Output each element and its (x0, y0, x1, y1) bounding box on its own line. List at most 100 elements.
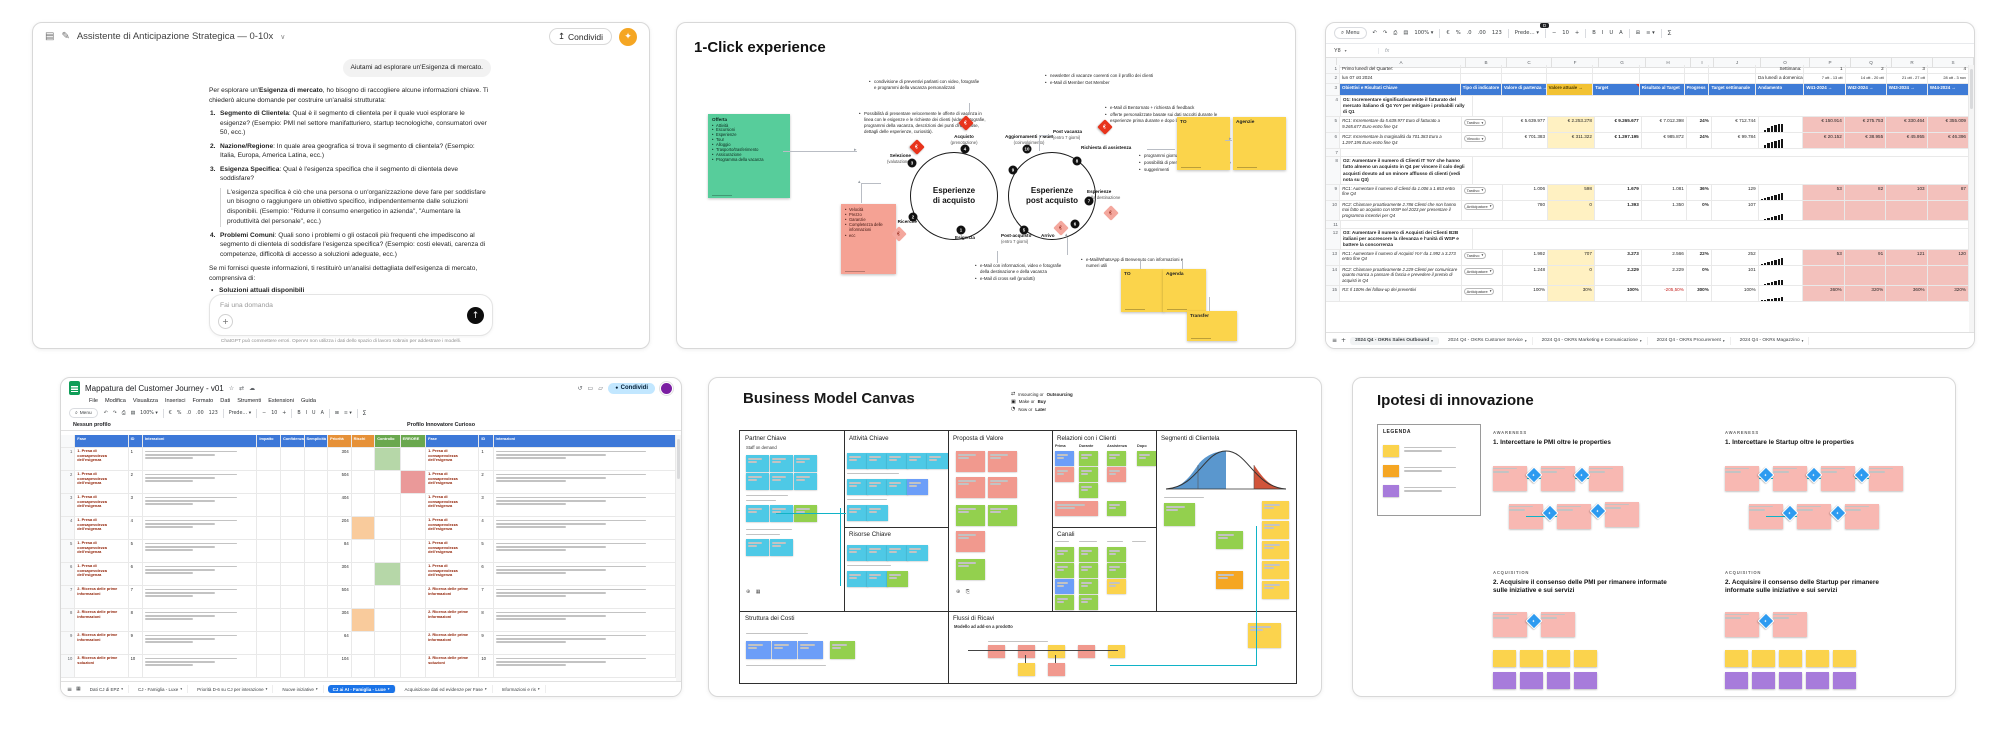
sheet-cell[interactable]: 0% (1687, 200, 1712, 220)
interazioni-cell[interactable] (143, 563, 258, 585)
column-header[interactable]: Confidenza (280, 435, 305, 447)
toolbar-icon-10[interactable]: 10 (1562, 30, 1569, 36)
sheet-cell[interactable]: € 275.753 (1844, 117, 1887, 133)
toolbar-icon-10[interactable]: 10 (271, 410, 278, 416)
sheet-cell[interactable]: Valore di partenza → (1501, 84, 1547, 95)
sheet-cell[interactable]: € 5.639.977 (1503, 117, 1549, 133)
interazioni-cell[interactable] (494, 563, 676, 585)
sheet-cell[interactable] (1547, 65, 1594, 73)
sheet-cell[interactable]: 1.350 (1642, 200, 1687, 220)
sheet-cell[interactable]: Target settimanale (1709, 84, 1757, 95)
fase-cell[interactable]: 1. Presa di consapevolezza dell'esigenza (75, 494, 129, 516)
tool-icons[interactable]: ⊕ ▦ (746, 589, 763, 595)
sticky-note[interactable] (1108, 645, 1125, 658)
errore-cell[interactable] (401, 517, 427, 539)
priorita-cell[interactable]: 304 (328, 448, 352, 470)
column-header[interactable]: ERRORE (400, 435, 427, 447)
column-header[interactable]: Fase (75, 435, 129, 447)
journey-step-label[interactable]: Post vacanza(entro 7 giorni) (1053, 129, 1083, 140)
sheet-cell[interactable] (305, 494, 329, 516)
sticky-note[interactable] (1055, 451, 1074, 466)
sticky-note[interactable]: TO (1177, 117, 1230, 170)
sticky-note[interactable] (746, 505, 769, 522)
fase-cell[interactable]: 1. Presa di consapevolezza dell'esigenza (75, 540, 129, 562)
sticky-note[interactable] (1725, 612, 1759, 637)
sheet-cell[interactable]: 36% (1687, 184, 1712, 200)
sticky-note[interactable] (887, 453, 908, 469)
sticky-note[interactable] (1806, 650, 1829, 667)
sticky-note[interactable] (770, 539, 793, 556)
sheet-cell[interactable]: € 355.009 (1927, 117, 1969, 133)
rischi-cell[interactable] (352, 586, 376, 608)
sheet-cell[interactable]: 15 (1326, 285, 1341, 301)
indicator-dropdown[interactable]: Vincolo▾ (1463, 135, 1487, 143)
errore-cell[interactable] (401, 609, 427, 631)
toolbar-icon-.00[interactable]: .00 (196, 410, 204, 416)
rischi-cell[interactable] (352, 632, 376, 654)
sheet-cell[interactable] (257, 632, 281, 654)
fase-cell[interactable]: 1. Presa di consapevolezza dell'esigenza (426, 563, 480, 585)
sheet-cell[interactable]: 100% (1712, 285, 1759, 301)
sheet-cell[interactable] (1685, 74, 1710, 83)
sheet-tab[interactable]: 2024 Q4 - OKRs Magazzino▾ (1735, 336, 1810, 345)
sheet-cell[interactable]: 100% (1595, 285, 1642, 301)
vertical-scrollbar[interactable] (1969, 65, 1974, 333)
toolbar-icon-U[interactable]: U (312, 410, 316, 416)
controllo-cell[interactable] (375, 471, 401, 493)
journey-note[interactable]: •Possibilità di presentare velocemente l… (859, 111, 986, 134)
column-letter-B[interactable]: B (1466, 58, 1507, 67)
sheet-cell[interactable] (257, 517, 281, 539)
fase-cell[interactable]: 1. Presa di consapevolezza dell'esigenza (75, 563, 129, 585)
rischi-cell[interactable] (352, 494, 376, 516)
fase-cell[interactable]: 2. Ricerca delle prime informazioni (75, 609, 129, 631)
priorita-cell[interactable]: 304 (328, 563, 352, 585)
sheet-cell[interactable]: € 985.872 (1642, 133, 1687, 149)
sheet-cell[interactable]: Anticipatore▾ (1462, 265, 1503, 285)
add-sheet-icon[interactable]: + (1341, 337, 1347, 344)
history-icon[interactable]: ↺ (577, 384, 583, 392)
sheet-cell[interactable] (305, 517, 329, 539)
sticky-note[interactable] (867, 479, 888, 495)
column-letter-F[interactable]: F (1552, 58, 1599, 67)
errore-cell[interactable] (401, 655, 427, 677)
controllo-cell[interactable] (375, 632, 401, 654)
column-letter-Q[interactable]: Q (1851, 58, 1892, 67)
controllo-cell[interactable] (375, 517, 401, 539)
journey-step-label[interactable]: Aggiornamenti e MdM(coinvolgimento) (1005, 134, 1053, 145)
sticky-note[interactable] (1055, 467, 1074, 482)
sticky-note[interactable] (746, 641, 771, 659)
sheet-cell[interactable]: € 7.012.398 (1642, 117, 1687, 133)
menu-strumenti[interactable]: Strumenti (237, 398, 262, 404)
sticky-note[interactable] (746, 539, 769, 556)
sheet-cell[interactable]: 252 (1712, 249, 1759, 265)
sheet-cell[interactable]: -205,50% (1642, 285, 1687, 301)
fase-cell[interactable]: 1. Presa di consapevolezza dell'esigenza (75, 448, 129, 470)
controllo-cell[interactable] (375, 586, 401, 608)
sheet-cell[interactable] (1341, 220, 1969, 228)
errore-cell[interactable] (401, 494, 427, 516)
sheet-cell[interactable]: Obiettivi e Risultati Chiave (1340, 84, 1461, 95)
sheet-cell[interactable]: Tardivo▾ (1462, 117, 1503, 133)
sticky-note[interactable] (1773, 612, 1807, 637)
chevron-down-icon[interactable]: ∨ (280, 32, 286, 41)
sheet-cell[interactable]: 11 (1326, 220, 1341, 228)
sheet-cell[interactable] (305, 655, 329, 677)
column-letter-H[interactable]: H (1646, 58, 1691, 67)
sticky-note[interactable] (1869, 466, 1903, 491)
toolbar-icon-€[interactable]: € (1446, 30, 1450, 36)
id-cell[interactable]: 3 (479, 494, 494, 516)
toolbar-icon-A[interactable]: A (320, 410, 324, 416)
sheet-cell[interactable] (1927, 265, 1969, 285)
sticky-note[interactable] (1262, 501, 1289, 519)
toolbar-icon-▤[interactable]: ▤ (130, 410, 136, 416)
sheet-cell[interactable]: R3: Il 100% dei follow-up dei preventivi (1340, 285, 1462, 301)
sheet-cell[interactable]: 4 (1928, 65, 1969, 73)
sheet-cell[interactable]: 320% (1927, 285, 1969, 301)
interazioni-cell[interactable] (494, 471, 676, 493)
id-cell[interactable]: 3 (129, 494, 143, 516)
sheet-cell[interactable]: Progress (1684, 84, 1710, 95)
sheet-cell[interactable]: 53 (1803, 184, 1845, 200)
priorita-cell[interactable]: 304 (328, 609, 352, 631)
sticky-note[interactable] (1248, 623, 1281, 648)
toolbar-icon-⎙[interactable]: ⎙ (121, 411, 126, 416)
